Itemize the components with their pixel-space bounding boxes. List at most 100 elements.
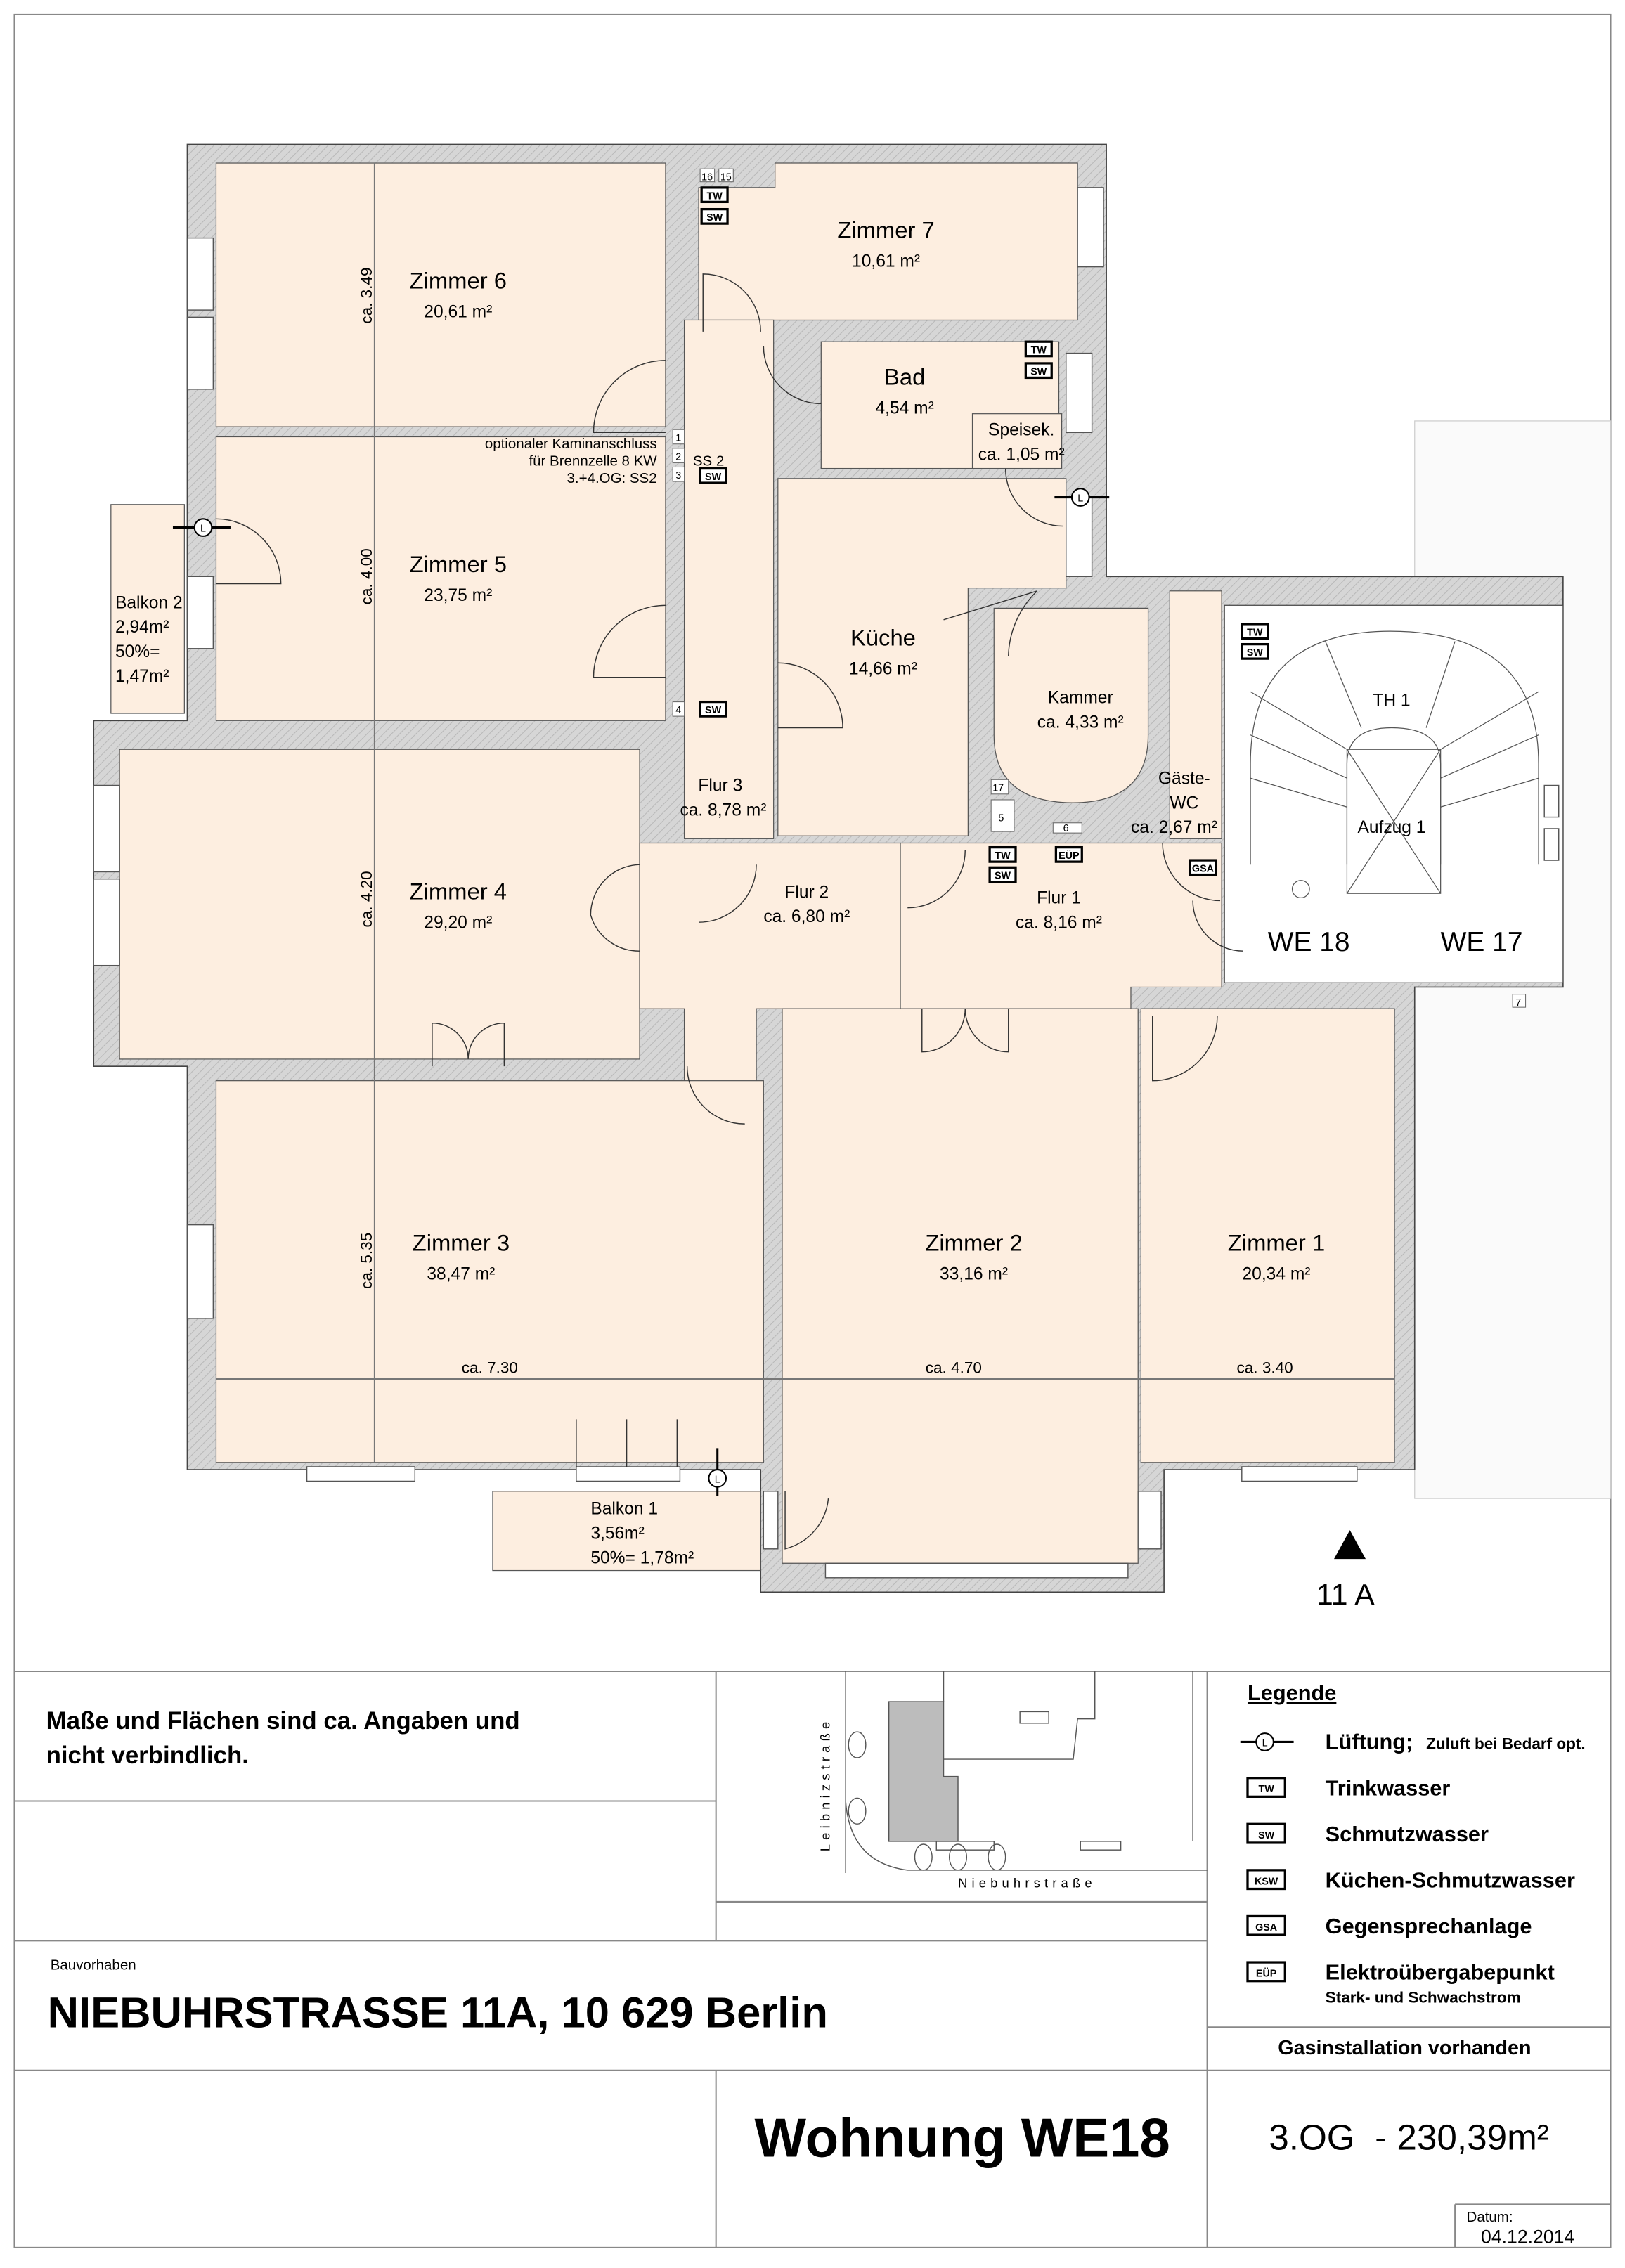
room-name: Zimmer 3 [413,1230,510,1256]
unit-label-we18: WE 18 [1268,927,1350,957]
svg-text:GSA: GSA [1192,863,1214,874]
disclaimer-line-2: nicht verbindlich. [46,1742,249,1769]
room-zimmer-6[interactable] [215,162,666,427]
sw-marker: SW [1241,642,1269,660]
room-name: Gäste- [1158,769,1210,788]
svg-text:ca. 4.20: ca. 4.20 [358,871,375,927]
room-extra: 50%= [115,642,160,661]
room-name: Zimmer 2 [925,1230,1022,1256]
room-area: ca. 8,78 m² [680,801,766,820]
room-zimmer-4[interactable] [119,749,640,1060]
room-name: Speisek. [988,420,1054,439]
svg-text:6: 6 [1063,823,1069,834]
sw-marker: SW [988,866,1017,883]
floor-area: 3.OG - 230,39m² [1269,2118,1549,2158]
room-speisekammer[interactable] [971,413,1063,469]
elevator-label: Aufzug 1 [1357,818,1425,837]
svg-text:optionaler Kaminanschluss: optionaler Kaminanschluss [485,436,657,452]
room-area: 3,56m² [590,1524,645,1543]
room-name: Zimmer 4 [410,878,507,904]
shaft-label: SS 2 [693,453,724,469]
room-name: Zimmer 5 [410,551,507,577]
room-labels: Zimmer 6 20,61 m² Zimmer 7 10,61 m² Bad … [115,217,1523,1568]
svg-text:Zuluft bei Bedarf opt.: Zuluft bei Bedarf opt. [1426,1735,1586,1753]
street-label-leibniz: Leibnizstraße [818,1718,833,1852]
room-gaeste-wc[interactable] [1169,590,1222,839]
svg-text:SW: SW [1247,647,1264,659]
room-zimmer-3[interactable] [215,1080,764,1463]
sw-marker: SW [699,700,727,718]
room-zimmer-2[interactable] [782,1008,1139,1564]
svg-text:Schmutzwasser: Schmutzwasser [1326,1822,1489,1846]
room-name: Flur 2 [784,883,829,902]
room-zimmer-1[interactable] [1140,1008,1395,1463]
eup-marker: EÜP [1054,845,1083,863]
tw-marker: TW [1024,340,1053,358]
room-area: 20,61 m² [424,302,492,321]
room-name: Zimmer 1 [1228,1230,1325,1256]
room-balkon-1[interactable] [492,1491,761,1572]
room-kammer[interactable] [993,607,1149,803]
svg-text:GSA: GSA [1255,1922,1277,1933]
room-area: ca. 6,80 m² [763,907,850,926]
room-kueche[interactable] [777,478,1067,836]
staircase [1250,630,1539,898]
tw-marker: TW [988,845,1017,863]
svg-text:ca. 4.00: ca. 4.00 [358,548,375,604]
svg-text:TW: TW [706,190,723,202]
room-area: ca. 1,05 m² [978,445,1065,464]
svg-text:ca. 3.49: ca. 3.49 [358,268,375,324]
site-plan [845,1671,1208,1873]
legend-item-ksw: KSW [1246,1869,1286,1891]
entrance-arrow-icon [1333,1530,1366,1560]
room-area: 38,47 m² [427,1265,495,1284]
windows [93,187,1560,1579]
room-area: 20,34 m² [1242,1265,1310,1284]
room-zimmer-5[interactable] [215,436,666,721]
sw-marker: SW [699,467,727,484]
room-name: Zimmer 7 [837,217,934,243]
room-name: Küche [850,625,916,651]
svg-text:4: 4 [675,705,681,716]
svg-text:KSW: KSW [1255,1876,1278,1887]
room-name: Zimmer 6 [410,267,507,293]
svg-text:L: L [200,524,206,535]
room-balkon-2[interactable] [110,504,185,714]
unit-label-we17: WE 17 [1441,927,1523,957]
svg-text:17: 17 [992,783,1004,794]
date-label: Datum: [1467,2209,1513,2225]
project-label: Bauvorhaben [51,1957,136,1973]
title-block [14,1670,1611,2248]
legend-item-eup: EÜP [1246,1961,1286,1983]
svg-text:TW: TW [995,850,1011,862]
disclaimer-line-1: Maße und Flächen sind ca. Angaben und [46,1707,520,1735]
svg-text:5: 5 [998,813,1004,824]
gas-note: Gasinstallation vorhanden [1278,2037,1531,2059]
room-area: 10,61 m² [852,252,920,271]
room-name: Balkon 2 [115,593,183,612]
stair-label: TH 1 [1373,692,1410,711]
dimensions: ca. 3.49 ca. 4.00 ca. 4.20 ca. 5.35 ca. … [216,163,1395,1463]
room-area: ca. 8,16 m² [1016,913,1102,932]
svg-text:SW: SW [705,705,722,716]
svg-text:1: 1 [675,433,681,444]
svg-text:L: L [1262,1738,1268,1749]
legend-item-gsa: GSA [1246,1914,1286,1936]
room-name: Kammer [1048,689,1113,708]
street-label-niebuhr: Niebuhrstraße [958,1875,1096,1890]
svg-text:Lüftung;: Lüftung; [1326,1730,1413,1754]
room-area: 14,66 m² [849,660,917,679]
svg-text:TW: TW [1031,345,1047,356]
svg-text:EÜP: EÜP [1256,1968,1277,1980]
sw-marker: SW [700,207,729,225]
room-flur-3[interactable] [683,319,775,839]
svg-text:EÜP: EÜP [1058,850,1080,862]
svg-text:Küchen-Schmutzwasser: Küchen-Schmutzwasser [1326,1867,1575,1892]
svg-text:TW: TW [1258,1784,1274,1795]
room-area: 33,16 m² [940,1265,1008,1284]
svg-text:Stark- und Schwachstrom: Stark- und Schwachstrom [1326,1988,1521,2006]
room-area: 4,54 m² [876,399,934,418]
svg-text:Trinkwasser: Trinkwasser [1326,1775,1451,1800]
tw-marker: TW [700,186,729,204]
